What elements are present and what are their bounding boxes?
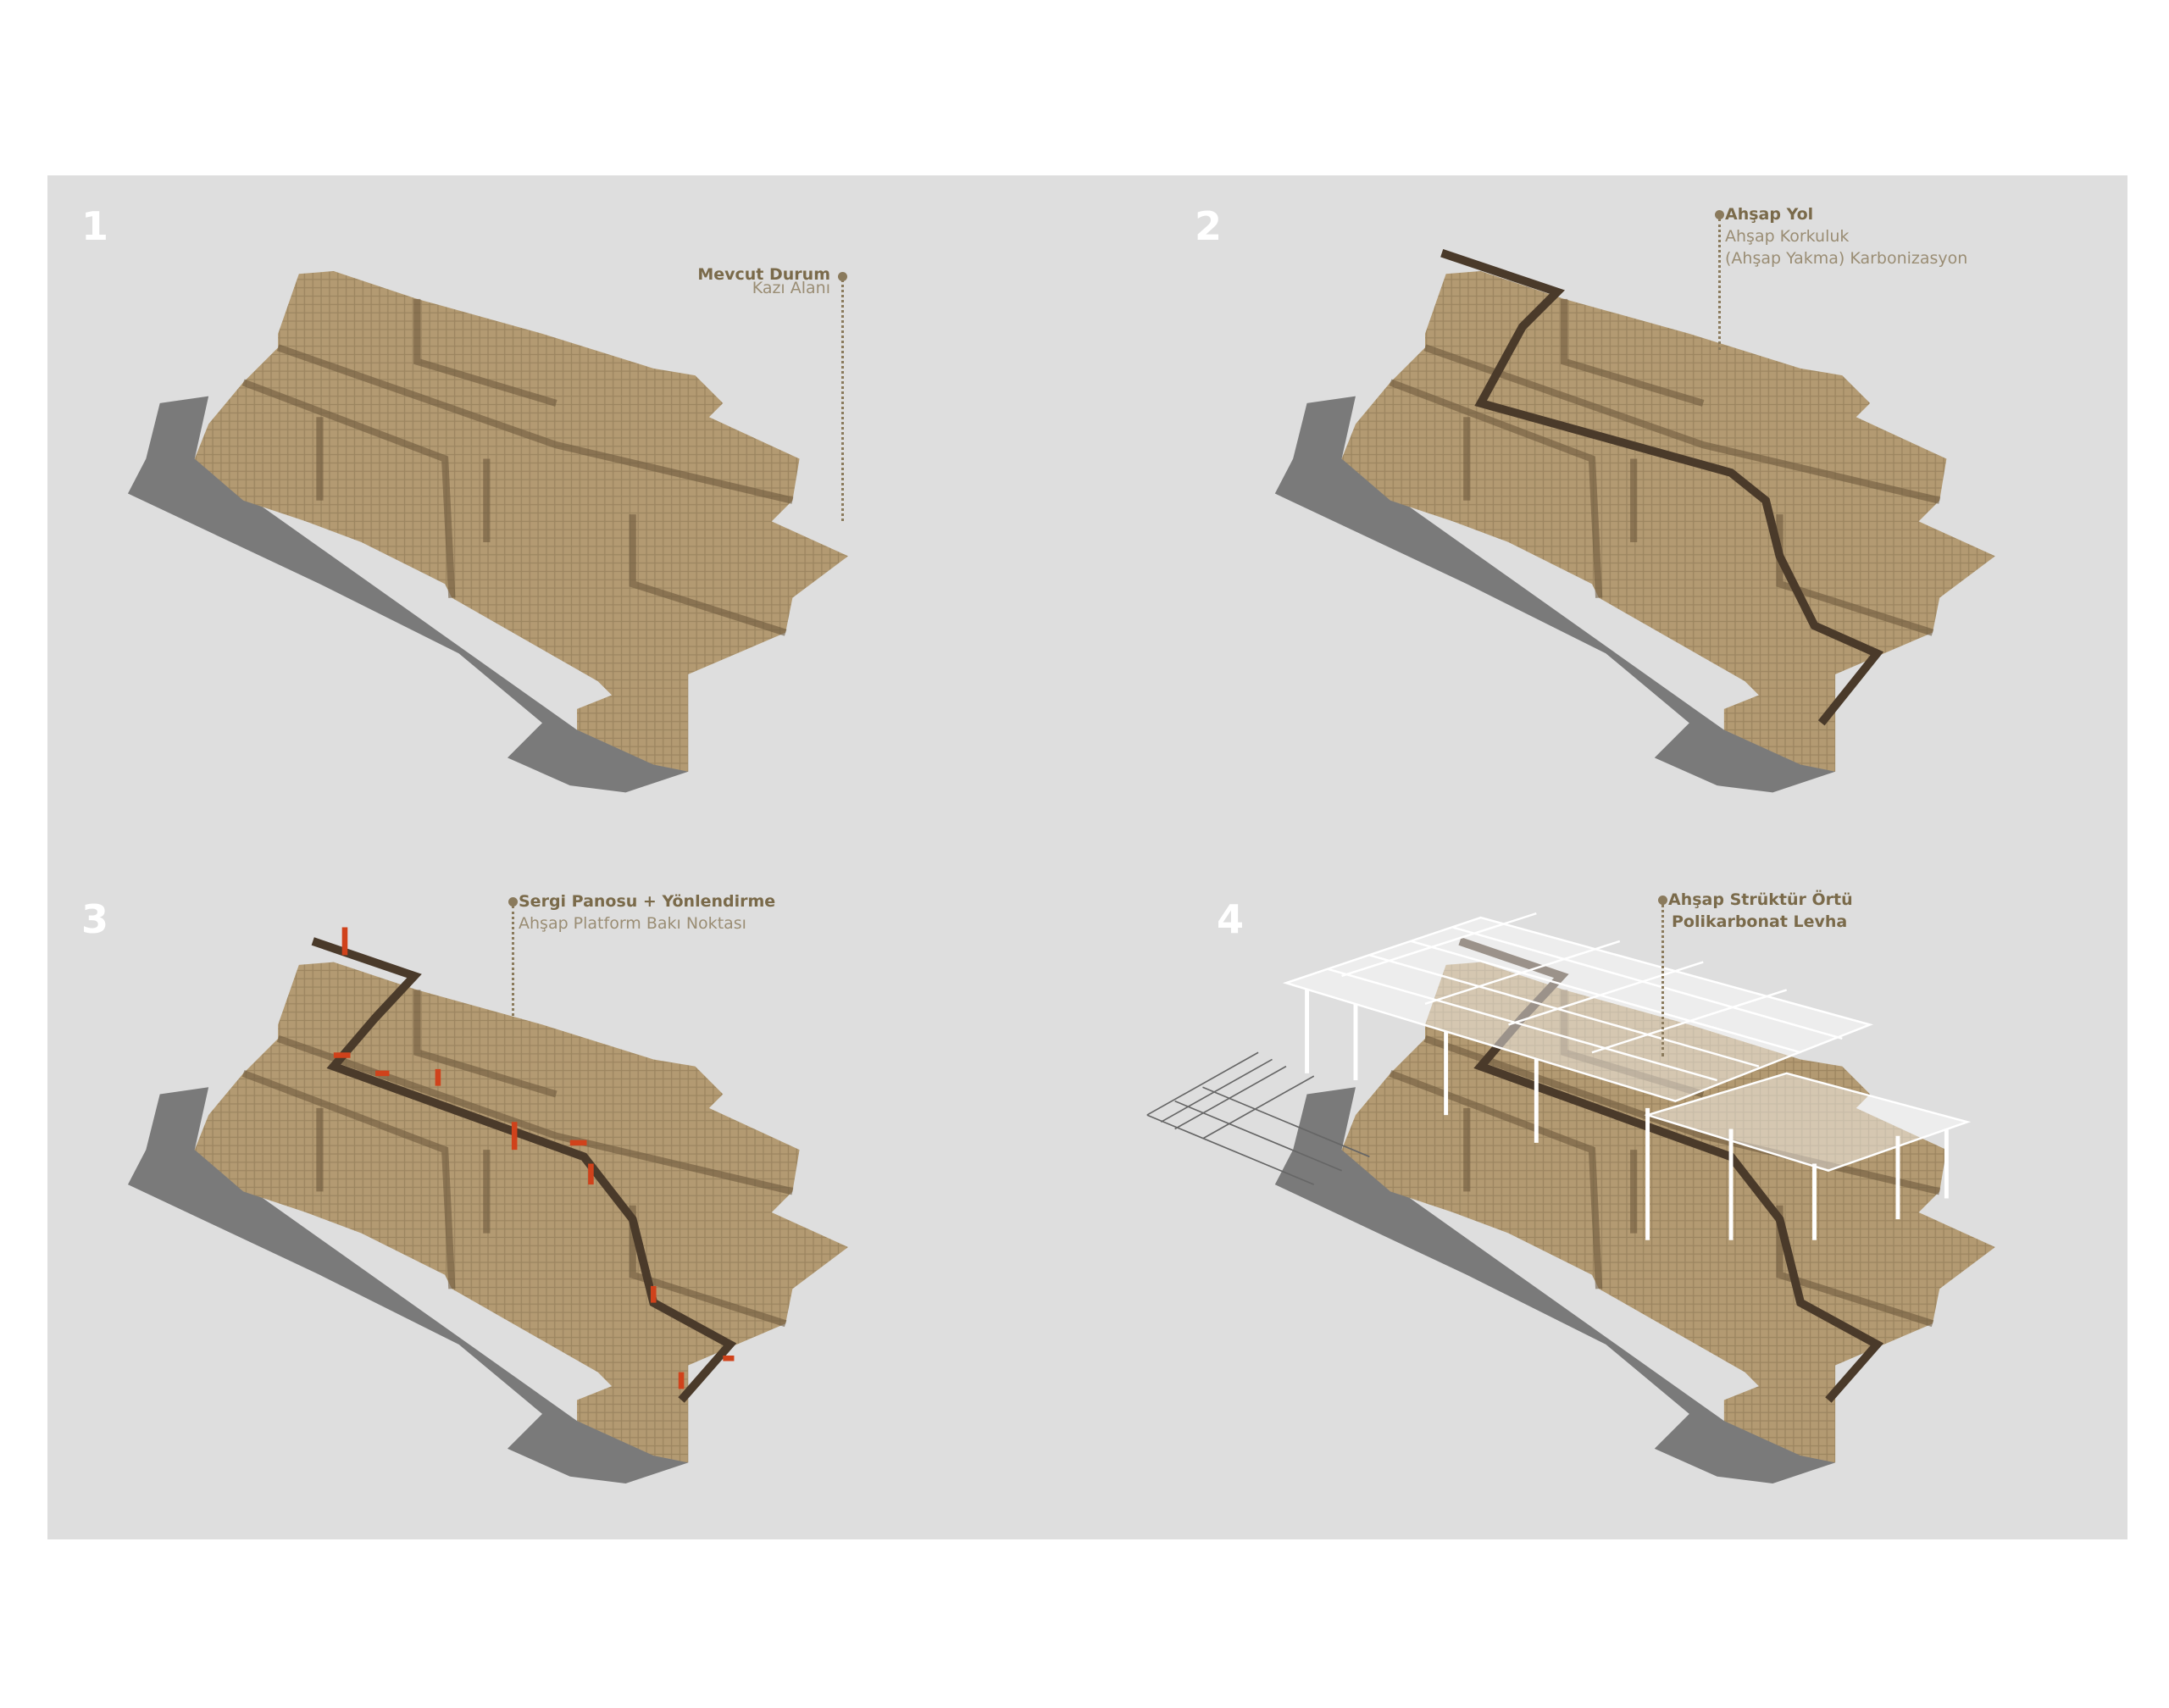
- callout-dot: [1658, 896, 1667, 905]
- callout-leader: [1661, 904, 1664, 1056]
- ground-grid: [1146, 1051, 1370, 1185]
- callout-title: Mevcut Durum: [697, 265, 830, 284]
- callout-title: Ahşap Yol: [1725, 205, 1814, 224]
- callout-leader: [512, 906, 514, 1016]
- wooden-walkway: [311, 937, 737, 1403]
- stage-number: 2: [1195, 203, 1223, 249]
- ruin-stage-2: [1275, 271, 1995, 792]
- ruin-stage-3: [128, 962, 848, 1483]
- callout-dot: [508, 897, 518, 907]
- callout-line: Ahşap Platform Bakı Noktası: [519, 914, 746, 933]
- callout-title: Sergi Panosu + Yönlendirme: [519, 892, 776, 911]
- callout-line: Polikarbonat Levha: [1672, 912, 1848, 931]
- callout-roof-structure: Ahşap Strüktür Örtü Polikarbonat Levha: [1668, 889, 1853, 933]
- callout-existing-state: Mevcut Durum Kazı Alanı: [697, 263, 830, 299]
- callout-title: Ahşap Strüktür Örtü: [1668, 890, 1853, 909]
- callout-dot: [838, 272, 847, 281]
- callout-line: Ahşap Korkuluk: [1725, 227, 1850, 246]
- signage-panels: [333, 927, 735, 1389]
- stage-number: 1: [81, 203, 109, 249]
- callout-leader: [1718, 219, 1721, 350]
- wooden-walkway: [1440, 248, 1884, 726]
- stage-number: 4: [1217, 896, 1245, 942]
- callout-line: Kazı Alanı: [752, 279, 830, 297]
- ruin-stage-1: [128, 271, 848, 792]
- callout-wooden-path: Ahşap Yol Ahşap Korkuluk (Ahşap Yakma) K…: [1725, 203, 1967, 269]
- stage-number: 3: [81, 896, 109, 942]
- callout-line: (Ahşap Yakma) Karbonizasyon: [1725, 249, 1968, 268]
- callout-exhibition-panel: Sergi Panosu + Yönlendirme Ahşap Platfor…: [519, 890, 775, 934]
- callout-leader: [841, 280, 844, 521]
- callout-dot: [1715, 210, 1724, 219]
- polycarbonate-roof: [1282, 912, 1972, 1240]
